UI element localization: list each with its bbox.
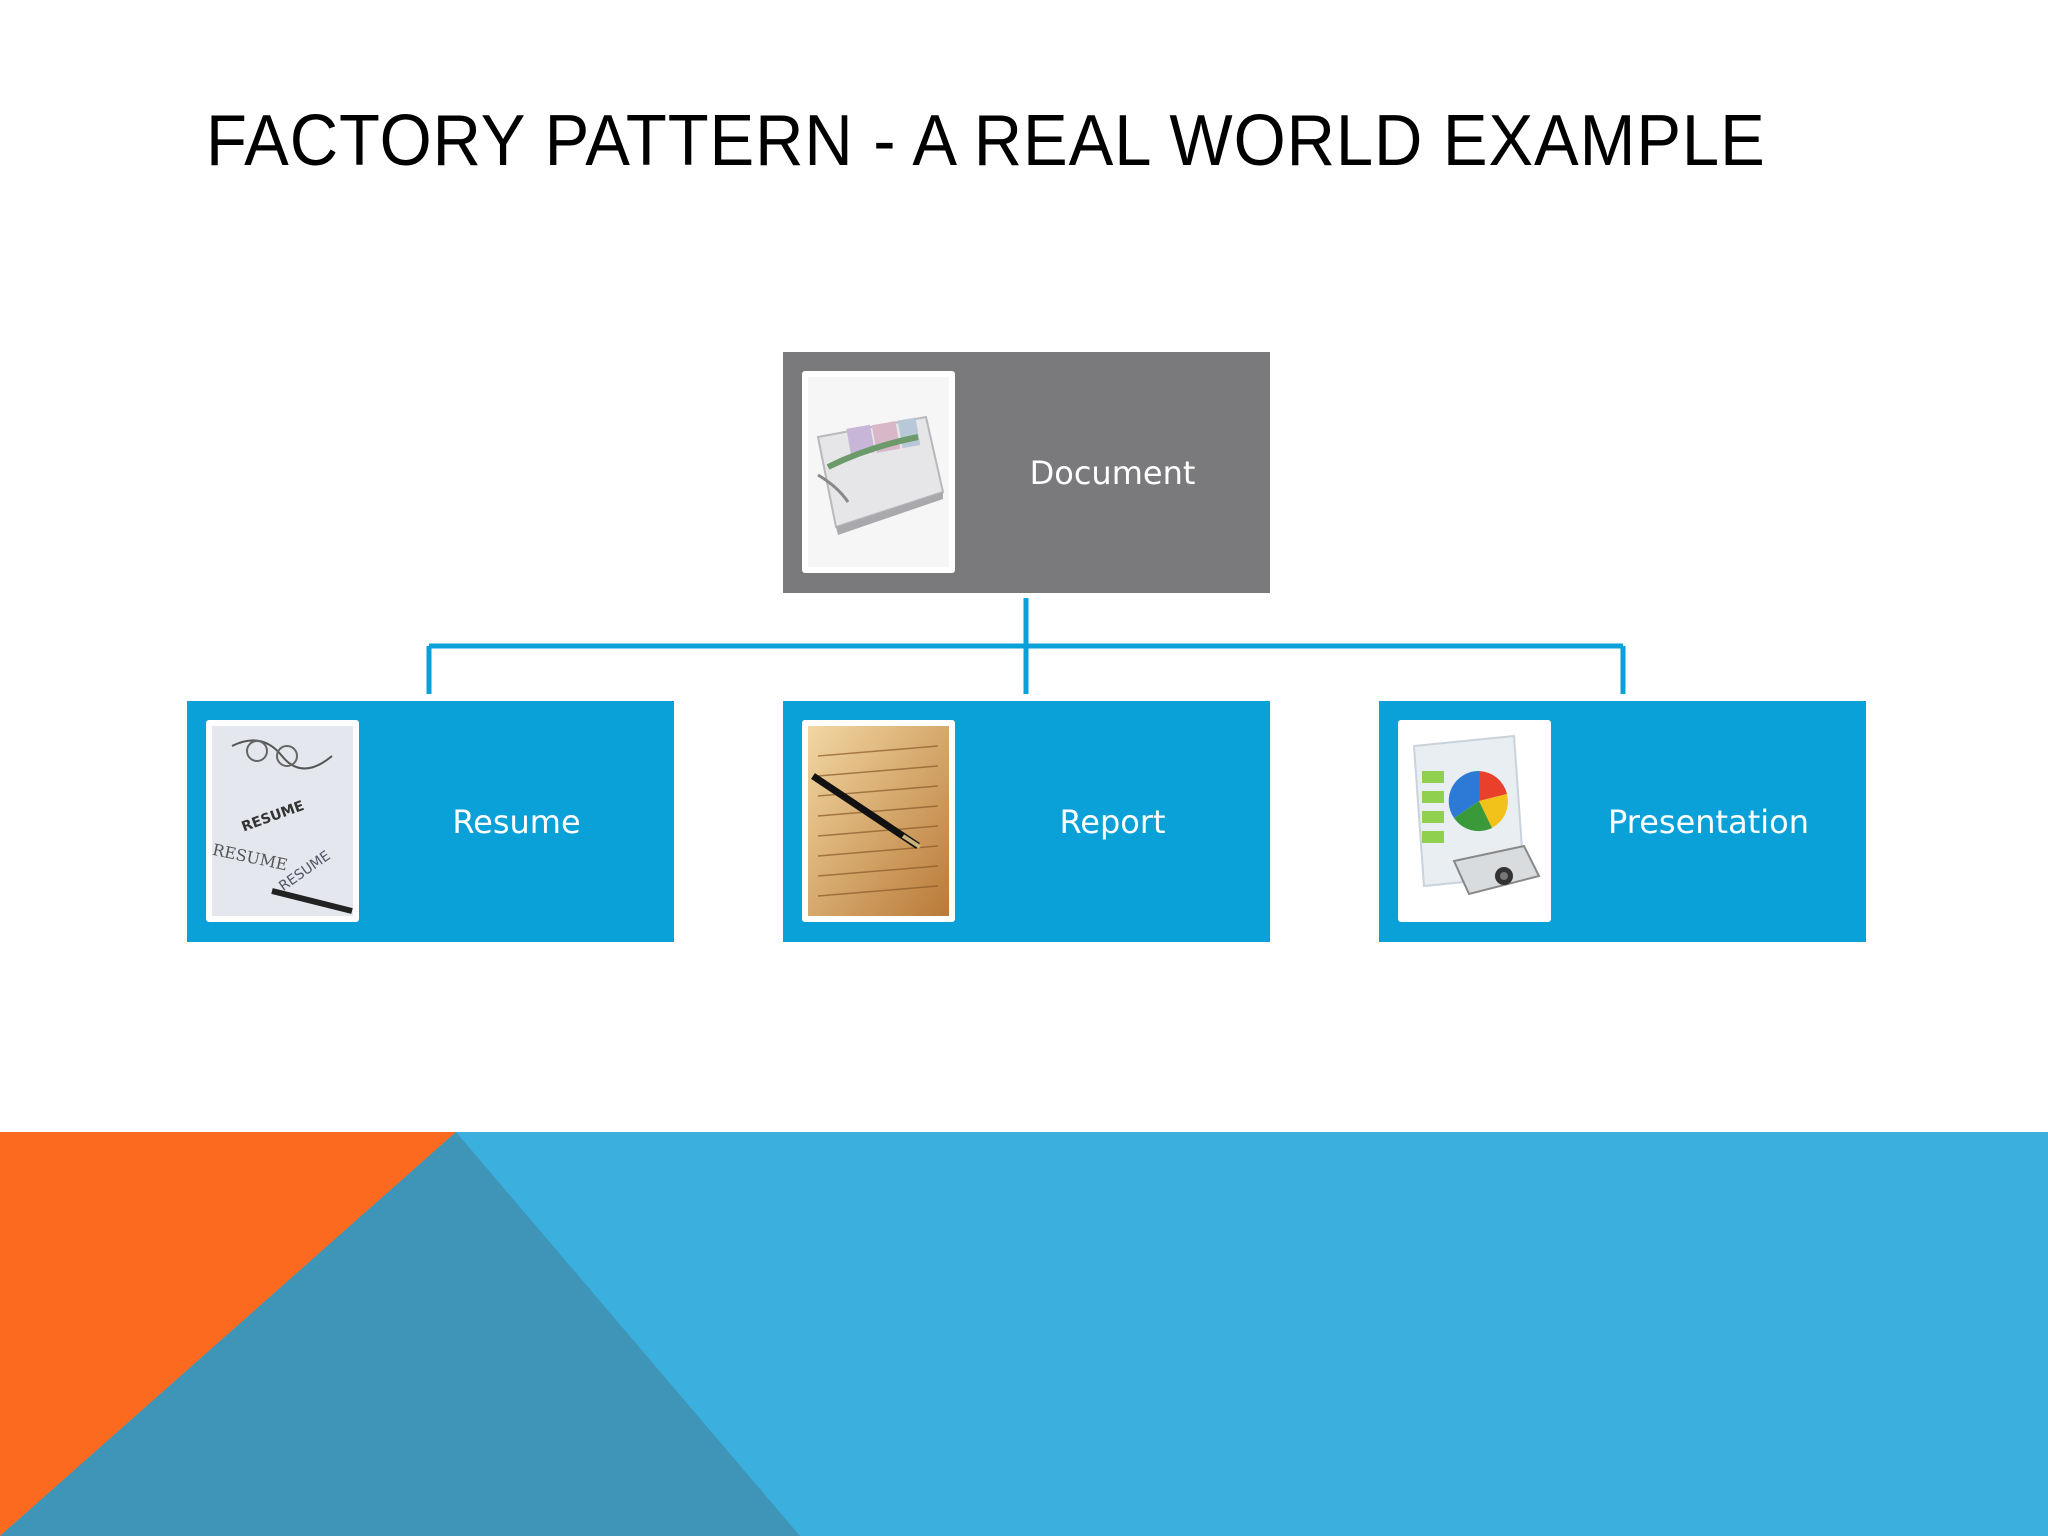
node-label: Presentation [1608, 802, 1809, 841]
report-thumbnail-icon [802, 720, 955, 922]
footer-teal-triangle [0, 1132, 800, 1536]
node-document: Document [783, 352, 1270, 593]
node-presentation: Presentation [1379, 701, 1866, 942]
resume-thumbnail-icon: RESUME RESUME RESUME [206, 720, 359, 922]
presentation-thumbnail-icon [1398, 720, 1551, 922]
node-label: Report [1059, 802, 1166, 841]
slide-title: FACTORY PATTERN - A REAL WORLD EXAMPLE [206, 101, 1766, 181]
document-thumbnail-icon [802, 371, 955, 573]
node-resume: RESUME RESUME RESUME Resume [187, 701, 674, 942]
node-report: Report [783, 701, 1270, 942]
node-label: Document [1029, 453, 1196, 492]
node-label: Resume [452, 802, 581, 841]
